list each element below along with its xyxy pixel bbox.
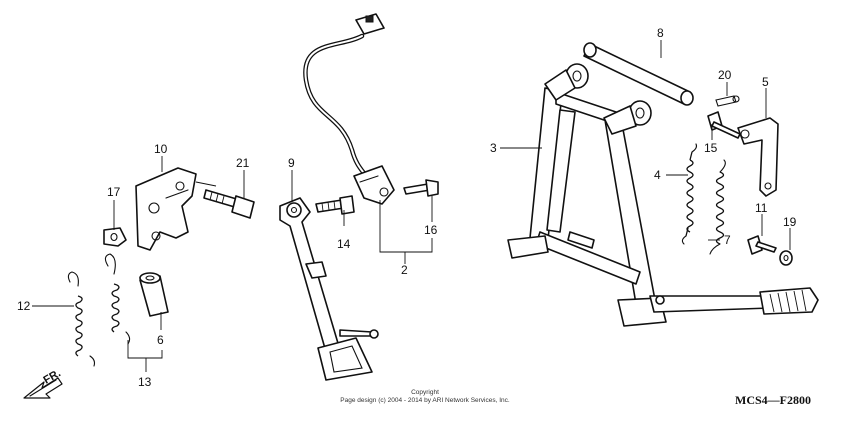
callout-14: 14 [337, 237, 351, 251]
side-stand-spring-13[interactable] [104, 253, 131, 345]
stopper-plate[interactable] [737, 117, 779, 197]
front-direction-arrow: FR. [23, 367, 63, 399]
side-stand-bracket[interactable] [135, 167, 197, 251]
cotter-pin[interactable] [715, 95, 740, 107]
main-stand[interactable] [507, 63, 819, 327]
callout-2: 2 [401, 263, 408, 277]
callout-15: 15 [704, 141, 718, 155]
inner-spring[interactable] [681, 143, 698, 245]
diagram-code: MCS4—F2800 [735, 393, 811, 407]
switch-bolt-16[interactable] [403, 179, 439, 197]
callout-17: 17 [107, 185, 121, 199]
callout-16: 16 [424, 223, 438, 237]
callout-12: 12 [17, 299, 31, 313]
bolt-15[interactable] [707, 111, 741, 139]
callout-19: 19 [783, 215, 797, 229]
callout-9: 9 [288, 156, 295, 170]
pivot-bolt-14[interactable] [315, 195, 355, 215]
callout-5: 5 [762, 75, 769, 89]
leader-lines [32, 40, 791, 372]
callout-4: 4 [654, 168, 661, 182]
side-stand-switch[interactable] [303, 13, 395, 205]
nut-19[interactable] [779, 250, 793, 266]
bolt-11[interactable] [747, 235, 777, 255]
outer-spring[interactable] [709, 159, 726, 255]
callout-11: 11 [755, 201, 768, 215]
side-stand[interactable] [279, 197, 379, 381]
callout-3: 3 [490, 141, 497, 155]
callout-20: 20 [718, 68, 732, 82]
bracket-bolt-21[interactable] [203, 189, 255, 219]
nut-17[interactable] [103, 227, 127, 247]
pivot-shaft[interactable] [583, 42, 694, 106]
callout-10: 10 [154, 142, 168, 156]
callout-13: 13 [138, 375, 152, 389]
callout-7: 7 [724, 233, 731, 247]
side-stand-spring-12[interactable] [67, 271, 96, 367]
callout-21: 21 [236, 156, 250, 170]
callout-6: 6 [157, 333, 164, 347]
callout-8: 8 [657, 26, 664, 40]
copyright-title: Copyright [411, 389, 439, 396]
collar[interactable] [139, 272, 169, 317]
copyright-notice: Page design (c) 2004 - 2014 by ARI Netwo… [340, 397, 510, 404]
